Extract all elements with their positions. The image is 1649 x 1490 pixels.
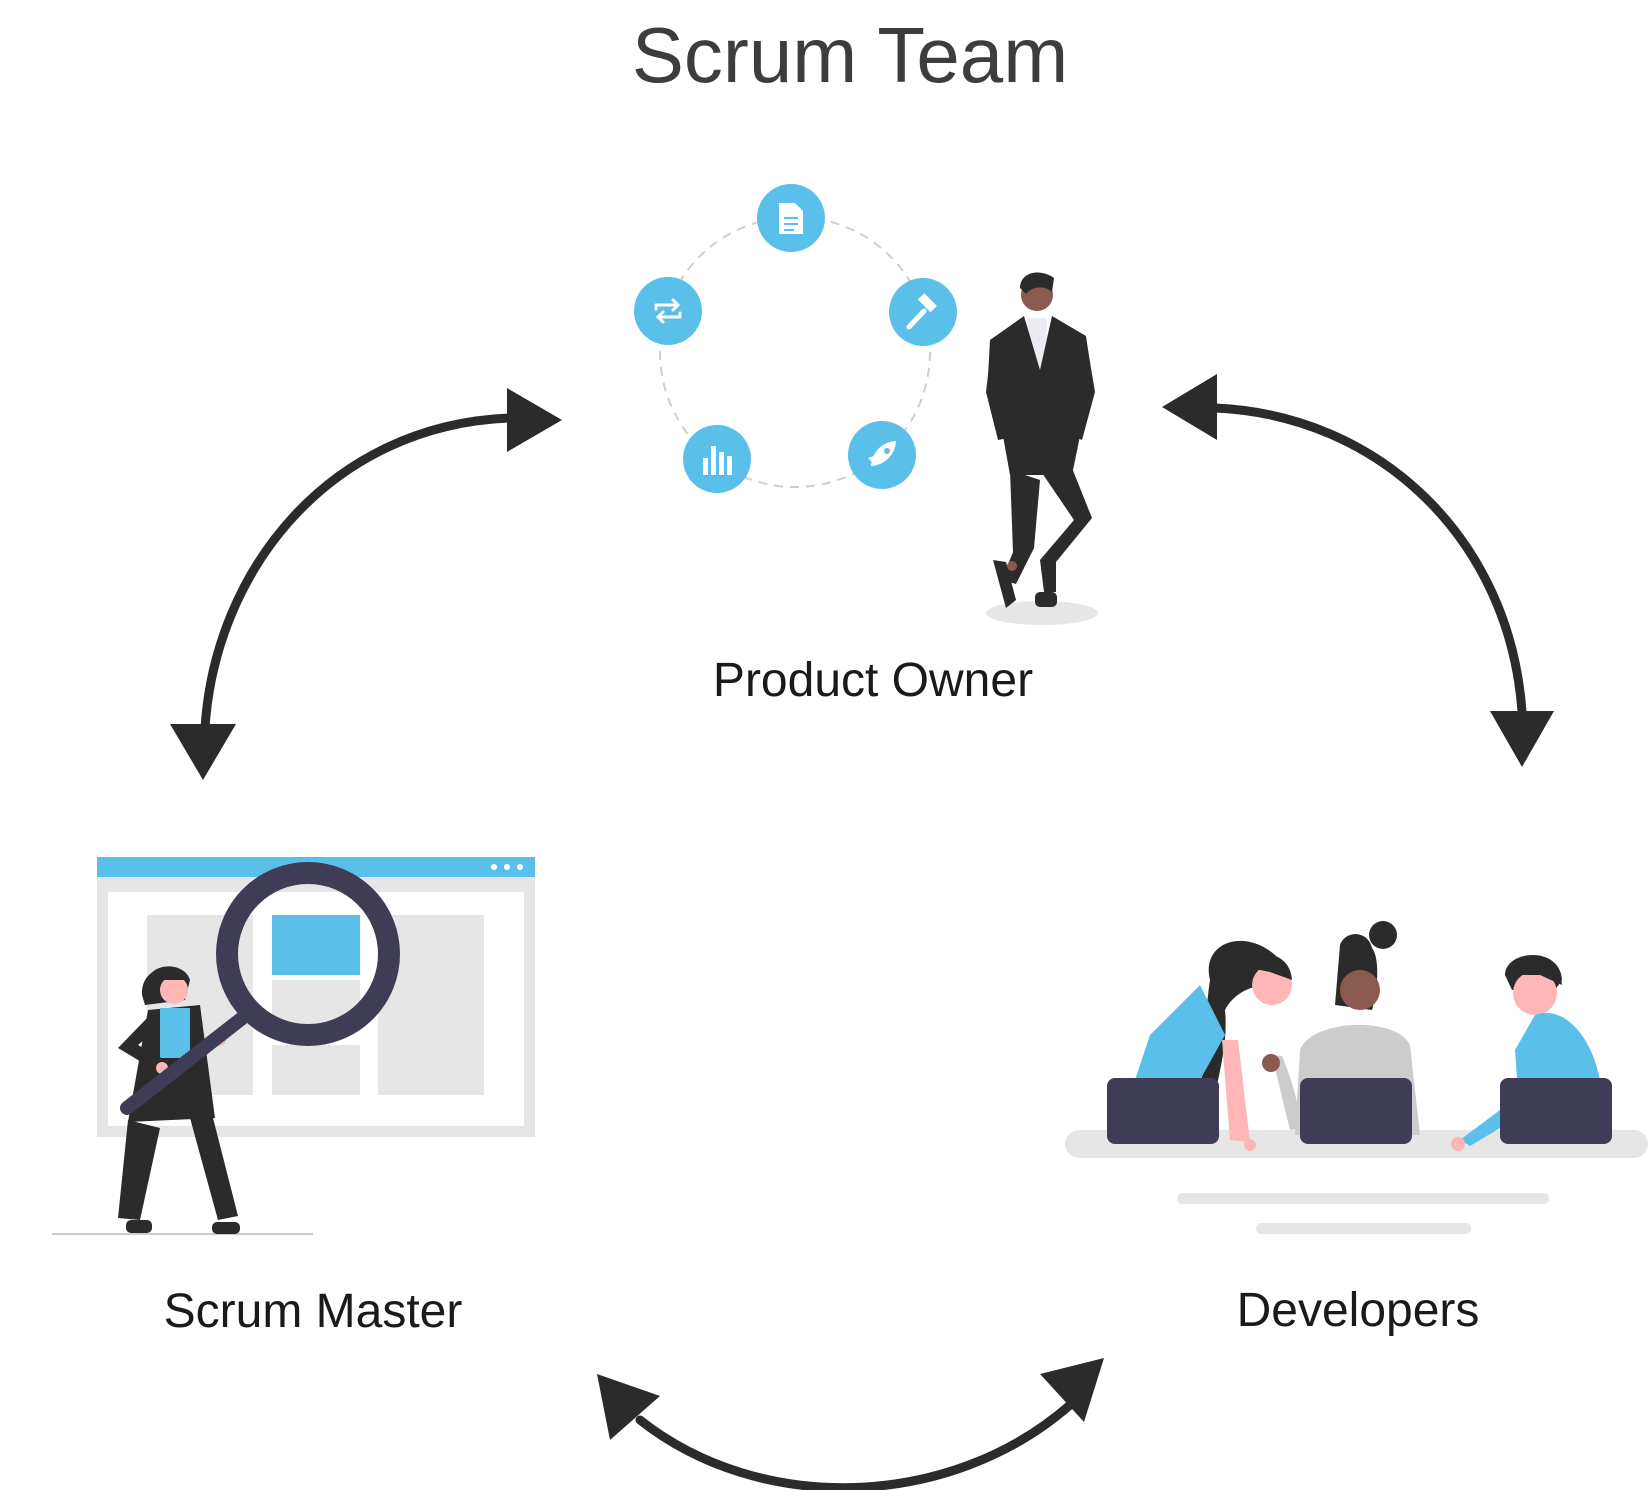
rocket-icon	[848, 421, 916, 489]
arrowhead-to-product-owner	[507, 388, 562, 452]
arrowhead-po-side	[1162, 374, 1217, 440]
diagram-title: Scrum Team	[632, 11, 1068, 99]
product-owner-label: Product Owner	[713, 654, 1033, 707]
product-owner-cycle	[634, 184, 957, 493]
document-icon	[757, 184, 825, 252]
hammer-icon	[889, 278, 957, 346]
developers-label: Developers	[1237, 1284, 1480, 1337]
arrow-po-dev	[1210, 403, 1527, 717]
developers-illustration	[1065, 921, 1648, 1234]
bar-chart-icon	[683, 425, 751, 493]
arrowhead-to-scrum-master	[170, 724, 236, 780]
arrowhead-dev-side	[1040, 1358, 1104, 1422]
arrow-po-sm	[200, 413, 515, 733]
arrowhead-sm-side	[597, 1374, 660, 1440]
product-owner-figure	[986, 272, 1098, 625]
arrow-sm-dev	[635, 1400, 1075, 1490]
scrum-master-label: Scrum Master	[164, 1285, 463, 1338]
scrum-master-illustration	[52, 857, 535, 1235]
arrowhead-to-developers	[1490, 711, 1554, 767]
repeat-icon	[634, 277, 702, 345]
